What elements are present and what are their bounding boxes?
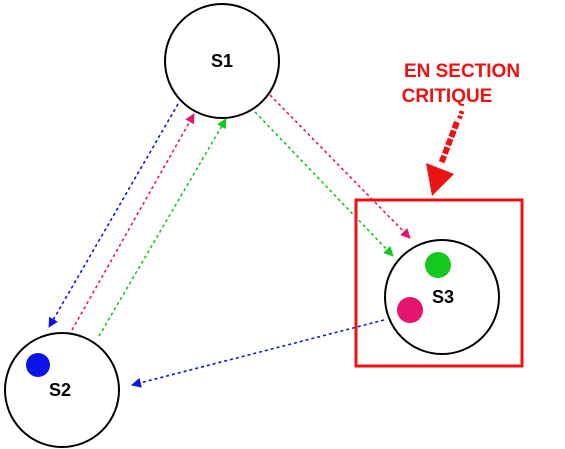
node-s3-label: S3 xyxy=(432,287,454,307)
arrow-s2-to-s1-pink xyxy=(71,113,195,331)
node-s1-circle xyxy=(164,3,280,119)
node-s3-token-green xyxy=(425,252,451,278)
arrow-s2-to-s1-green xyxy=(98,118,227,337)
node-s1-label: S1 xyxy=(211,51,233,71)
critical-section-box xyxy=(354,198,524,368)
critical-section-label-line1: EN SECTION xyxy=(404,61,520,82)
arrow-s1-to-s3-green xyxy=(254,111,394,257)
arrow-s1-to-s3-pink xyxy=(269,94,411,239)
node-s2: S2 xyxy=(4,332,120,448)
critical-section-callout: EN SECTION CRITIQUE xyxy=(354,61,524,368)
node-s2-token-blue xyxy=(26,353,50,377)
node-s3-circle xyxy=(384,239,500,355)
arrow-s3-to-s2-blue xyxy=(131,319,385,388)
node-s3-token-pink xyxy=(397,297,423,323)
node-s2-label: S2 xyxy=(49,380,71,400)
critical-section-label-line2: CRITIQUE xyxy=(402,86,493,107)
arrow-s1-to-s2-blue xyxy=(48,103,179,328)
critical-section-pointer-arrow xyxy=(426,110,465,196)
node-s1: S1 xyxy=(164,3,280,119)
node-s3: S3 xyxy=(384,239,500,355)
message-arrows xyxy=(48,94,411,388)
